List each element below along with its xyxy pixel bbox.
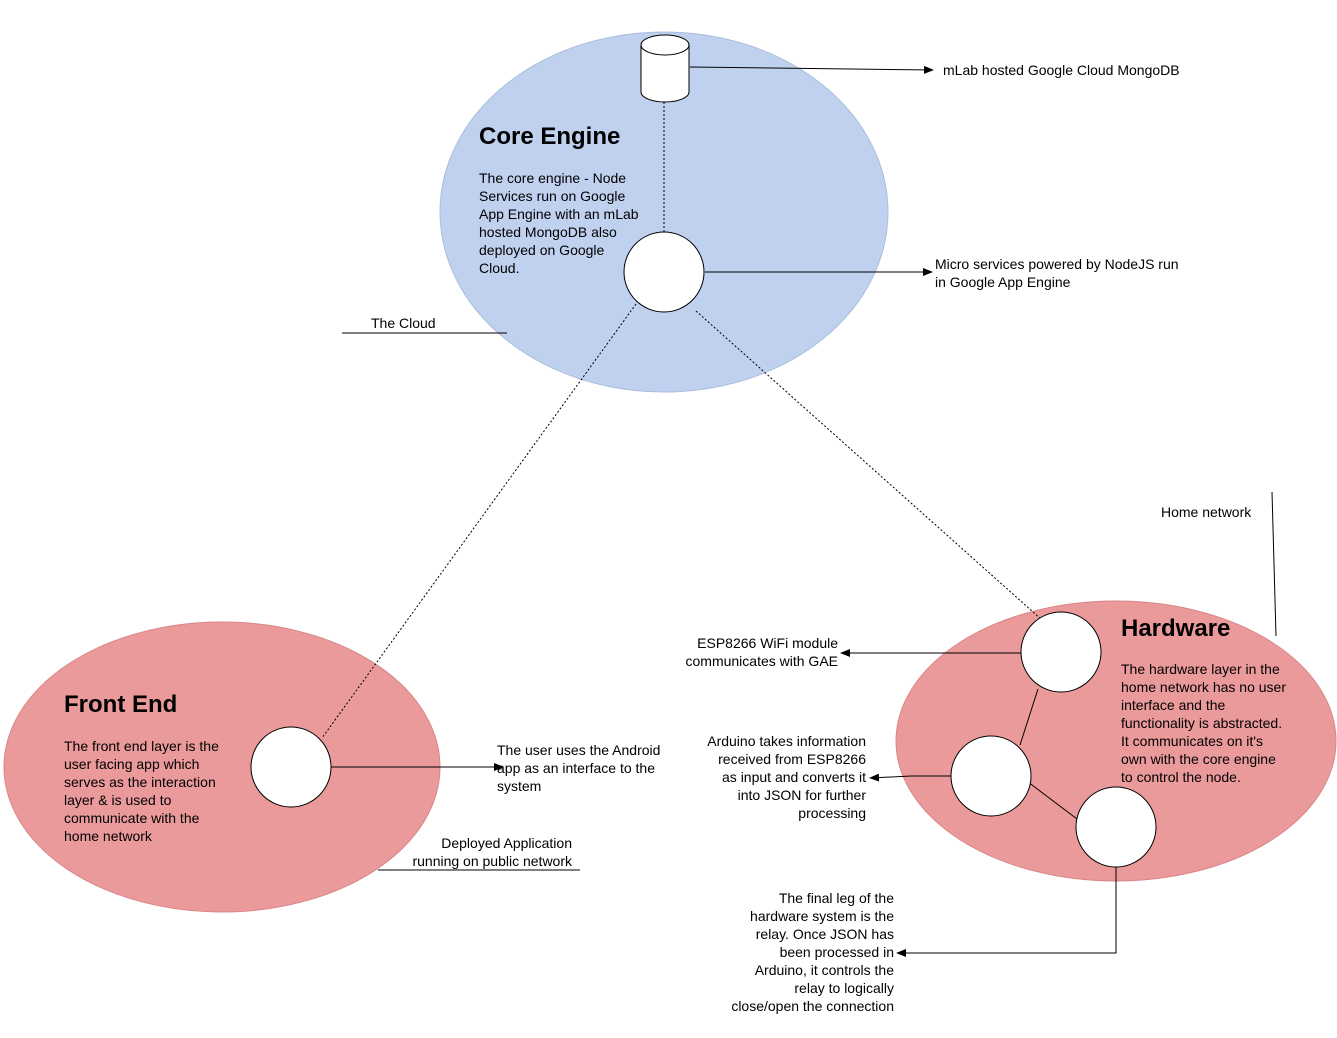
home-network-label-line [1271,491,1277,637]
front-end-description: The front end layer is the user facing a… [64,738,219,844]
esp-to-arduino-link [1019,688,1039,746]
hardware-title: Hardware [1121,615,1231,642]
home-network-label: Home network [1161,504,1252,520]
core-to-hardware-link [695,310,1043,621]
relay-label: The final leg of the hardware system is … [731,890,894,1014]
database-icon [640,34,690,103]
hardware-description: The hardware layer in the home network h… [1121,661,1286,785]
core-engine-title: Core Engine [479,123,621,150]
core-to-frontend-link [321,303,637,739]
front-end-title: Front End [64,691,178,718]
frontend-node-label: The user uses the Android app as an inte… [497,742,661,794]
arduino-node [950,735,1032,817]
cloud-region-label: The Cloud [371,315,436,331]
relay-node [1075,786,1157,868]
core-engine-description: The core engine - Node Services run on G… [479,170,639,276]
frontend-node [250,726,332,808]
arduino-label: Arduino takes information received from … [707,733,866,821]
core-node-label: Micro services powered by NodeJS run in … [935,256,1179,290]
relay-arrow [896,867,1117,957]
core-node [623,231,705,313]
esp8266-node [1020,611,1102,693]
arduino-to-relay-link [1027,781,1082,823]
esp8266-label: ESP8266 WiFi module communicates with GA… [685,635,839,669]
front-end-region-label: Deployed Application running on public n… [412,835,572,869]
db-arrow [689,65,934,74]
arduino-arrow [869,773,951,782]
db-label: mLab hosted Google Cloud MongoDB [943,62,1180,78]
